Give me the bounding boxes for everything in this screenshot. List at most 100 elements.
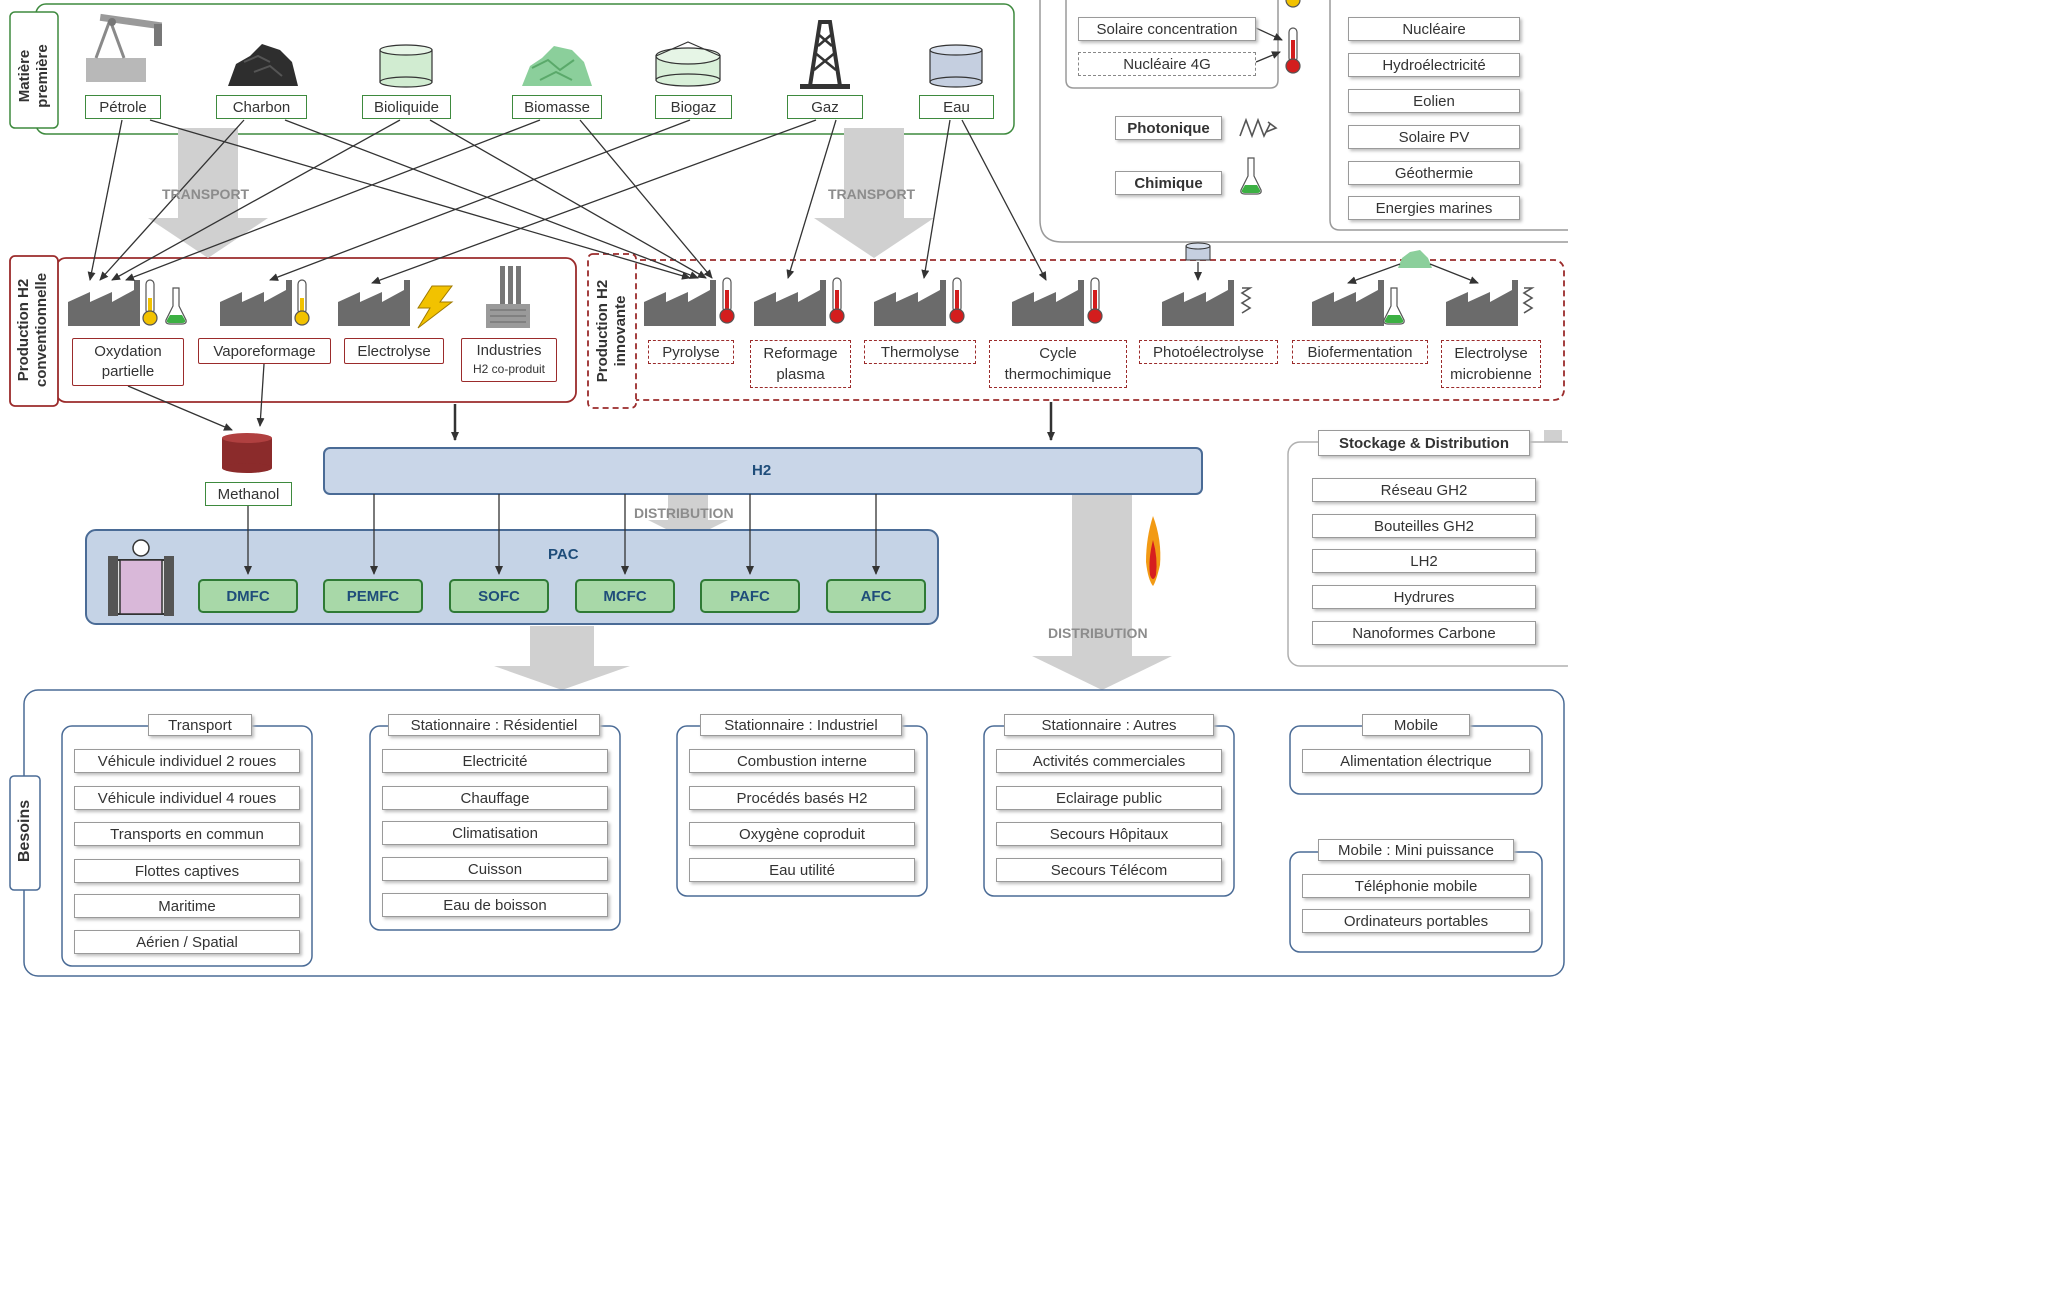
water-tank-small-icon <box>1185 242 1211 261</box>
transport-label-right: TRANSPORT <box>828 186 916 202</box>
needs-item: Véhicule individuel 2 roues <box>74 749 300 773</box>
energy-eolien: Eolien <box>1348 89 1520 113</box>
needs-item: Secours Hôpitaux <box>996 822 1222 846</box>
thermometer-yellow-icon <box>1285 0 1301 8</box>
raw-material-eau: Eau <box>919 95 994 119</box>
process-biofermentation: Biofermentation <box>1292 340 1428 364</box>
needs-item: Activités commerciales <box>996 749 1222 773</box>
process-photoelectrolyse: Photoélectrolyse <box>1139 340 1278 364</box>
needs-group-title-residentiel: Stationnaire : Résidentiel <box>388 714 600 736</box>
needs-title: Besoins <box>16 799 33 863</box>
electric-sources-panel <box>1329 0 1568 231</box>
biomass-small-icon <box>1398 250 1432 268</box>
transport-arrow-left <box>148 128 268 258</box>
lightning-icon <box>417 285 454 329</box>
raw-material-charbon: Charbon <box>216 95 307 119</box>
needs-item: Eclairage public <box>996 786 1222 810</box>
storage-reseau-gh2: Réseau GH2 <box>1312 478 1536 502</box>
water-tank-icon <box>929 44 983 88</box>
needs-item: Procédés basés H2 <box>689 786 915 810</box>
needs-item: Flottes captives <box>74 859 300 883</box>
oil-pump-icon <box>86 13 163 82</box>
h2-bus <box>323 447 1203 495</box>
storage-lh2: LH2 <box>1312 549 1536 573</box>
fuel-cell-mcfc: MCFC <box>575 579 675 613</box>
storage-bouteilles-gh2: Bouteilles GH2 <box>1312 514 1536 538</box>
flask-icon <box>1240 157 1262 195</box>
needs-item: Eau utilité <box>689 858 915 882</box>
process-thermolyse: Thermolyse <box>864 340 976 364</box>
energy-nucleaire: Nucléaire <box>1348 17 1520 41</box>
conventional-title-box <box>9 255 59 407</box>
methanol-label: Methanol <box>205 482 292 506</box>
photonic-wave-icon <box>1239 117 1278 139</box>
innovative-title-box <box>587 253 637 409</box>
needs-group-title-mobile: Mobile <box>1362 714 1470 736</box>
process-electrolyse: Electrolyse <box>344 338 444 364</box>
needs-item: Electricité <box>382 749 608 773</box>
needs-item: Oxygène coproduit <box>689 822 915 846</box>
needs-item: Transports en commun <box>74 822 300 846</box>
distribution-arrow-left <box>648 482 728 540</box>
coal-icon <box>228 44 298 86</box>
pac-title: PAC <box>548 546 579 563</box>
raw-material-gaz: Gaz <box>787 95 863 119</box>
needs-item: Chauffage <box>382 786 608 810</box>
fuel-cell-pemfc: PEMFC <box>323 579 423 613</box>
needs-item: Véhicule individuel 4 roues <box>74 786 300 810</box>
fuel-cell-pafc: PAFC <box>700 579 800 613</box>
needs-title-box <box>9 775 41 891</box>
needs-item: Aérien / Spatial <box>74 930 300 954</box>
thermal-sources-panel <box>1065 0 1279 89</box>
thermometer-red-icon <box>1285 27 1301 74</box>
transport-arrow-right <box>814 128 934 258</box>
needs-item: Ordinateurs portables <box>1302 909 1530 933</box>
storage-hydrures: Hydrures <box>1312 585 1536 609</box>
h2-label: H2 <box>752 462 772 479</box>
fuel-cell-stack-icon <box>108 539 174 616</box>
energy-photonique: Photonique <box>1115 116 1222 140</box>
raw-material-petrole: Pétrole <box>85 95 161 119</box>
needs-item: Eau de boisson <box>382 893 608 917</box>
process-pyrolyse: Pyrolyse <box>648 340 734 364</box>
energy-energies-marines: Energies marines <box>1348 196 1520 220</box>
needs-item: Combustion interne <box>689 749 915 773</box>
raw-to-process-arrows <box>87 119 1047 431</box>
needs-item: Cuisson <box>382 857 608 881</box>
needs-group-title-mini-puissance: Mobile : Mini puissance <box>1318 839 1514 861</box>
production-to-h2-arrows <box>451 402 1055 441</box>
energy-nucleaire-4g: Nucléaire 4G <box>1078 52 1256 76</box>
needs-item: Secours Télécom <box>996 858 1222 882</box>
needs-item: Alimentation électrique <box>1302 749 1530 773</box>
needs-group-title-transport: Transport <box>148 714 252 736</box>
distribution-arrow-right <box>1032 494 1172 690</box>
biogas-icon <box>655 41 721 87</box>
h2-to-cells-arrows <box>244 494 880 575</box>
energy-sources-panel <box>1039 0 1568 243</box>
raw-material-bioliquide: Bioliquide <box>362 95 451 119</box>
raw-materials-title-box <box>9 11 59 129</box>
fuel-cell-dmfc: DMFC <box>198 579 298 613</box>
bioliquid-icon <box>379 44 433 88</box>
energy-hydroelectricite: Hydroélectricité <box>1348 53 1520 77</box>
fuel-cell-afc: AFC <box>826 579 926 613</box>
pac-to-needs-arrow <box>494 626 630 690</box>
transport-label-left: TRANSPORT <box>162 186 250 202</box>
needs-item: Téléphonie mobile <box>1302 874 1530 898</box>
fuel-cell-sofc: SOFC <box>449 579 549 613</box>
energy-geothermie: Géothermie <box>1348 161 1520 185</box>
raw-material-biogaz: Biogaz <box>655 95 732 119</box>
energy-solaire-pv: Solaire PV <box>1348 125 1520 149</box>
energy-chimique: Chimique <box>1115 171 1222 195</box>
distribution-label-left: DISTRIBUTION <box>634 505 734 521</box>
raw-material-biomasse: Biomasse <box>512 95 602 119</box>
needs-group-title-autres: Stationnaire : Autres <box>1004 714 1214 736</box>
needs-item: Maritime <box>74 894 300 918</box>
